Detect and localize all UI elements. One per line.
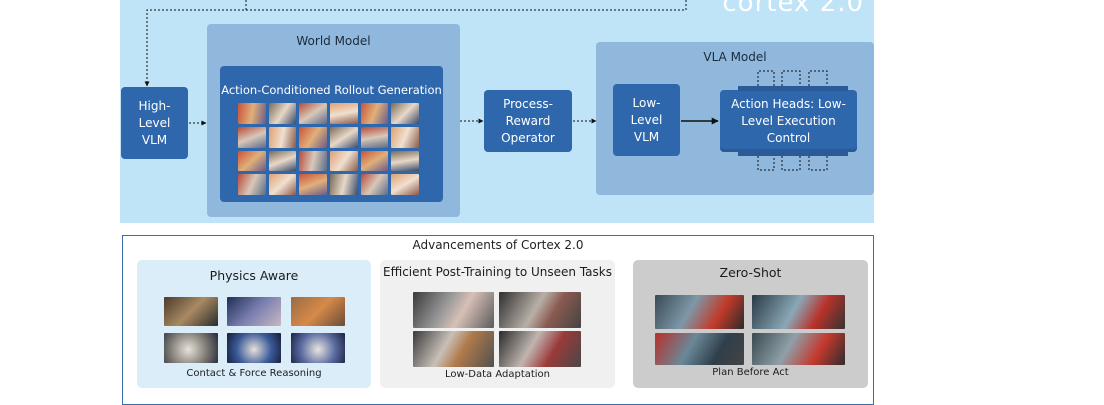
process-reward-block: Process-Reward Operator (484, 90, 572, 152)
process-reward-label: Process-Reward Operator (501, 96, 555, 145)
action-heads-stack-top (738, 86, 848, 91)
card-physics-caption: Contact & Force Reasoning (186, 368, 322, 379)
feedback-loop-connector (144, 0, 687, 87)
card-physics-title: Physics Aware (209, 268, 299, 283)
post-photo-1 (413, 292, 494, 328)
low-level-vlm-block: Low-Level VLM (613, 84, 680, 156)
action-head-loops (757, 70, 828, 171)
physics-photo-5 (227, 333, 281, 363)
rollout-frame (360, 174, 389, 195)
physics-photo-4 (164, 333, 218, 363)
rollout-frame (391, 103, 419, 124)
card-post-caption: Low-Data Adaptation (444, 369, 551, 380)
high-level-vlm-block: High-Level VLM (121, 87, 188, 159)
rollout-frame (238, 126, 266, 148)
advancements-title: Advancements of Cortex 2.0 (412, 238, 584, 252)
action-heads-stack-bottom (738, 151, 848, 156)
rollout-frame (299, 126, 327, 148)
rollout-frame (329, 103, 358, 124)
rollout-frame (299, 150, 327, 172)
rollout-frame (329, 150, 358, 172)
rollout-frame (268, 103, 297, 124)
rollout-frame (391, 126, 419, 148)
rollout-frame (360, 126, 389, 148)
rollout-frame (268, 174, 297, 195)
vla-model-title: VLA Model (703, 50, 767, 64)
brand-logo: cortex 2.0 (722, 0, 864, 18)
physics-photo-1 (164, 297, 218, 326)
post-photo-3 (413, 331, 494, 367)
rollout-frame (360, 103, 389, 124)
rollout-frame (268, 150, 297, 172)
world-model-title: World Model (296, 34, 371, 48)
action-heads-label: Action Heads: Low-Level Execution Contro… (731, 96, 846, 145)
rollout-frame-grid (238, 103, 419, 195)
post-photo-2 (499, 292, 581, 328)
rollout-frame (329, 126, 358, 148)
zero-photo-3 (655, 333, 744, 365)
rollout-title: Action-Conditioned Rollout Generation (221, 83, 442, 97)
rollout-frame (299, 103, 327, 124)
rollout-frame (391, 174, 419, 195)
physics-photo-3 (291, 297, 345, 326)
post-photo-4 (499, 331, 581, 367)
rollout-frame (238, 150, 266, 172)
low-level-vlm-label: Low-Level VLM (630, 95, 663, 144)
card-post-title: Efficient Post-Training to Unseen Tasks (383, 265, 612, 279)
rollout-frame (391, 150, 419, 172)
high-level-vlm-label: High-Level VLM (138, 98, 171, 147)
action-heads-block: Action Heads: Low-Level Execution Contro… (720, 90, 857, 152)
zero-photo-1 (655, 295, 744, 329)
physics-photo-2 (227, 297, 281, 326)
rollout-frame (360, 150, 389, 172)
card-zero-caption: Plan Before Act (712, 367, 789, 378)
zero-photo-2 (752, 295, 845, 329)
rollout-frame (329, 174, 358, 195)
card-zero-title: Zero-Shot (719, 265, 782, 280)
rollout-frame (238, 103, 266, 124)
rollout-frame (238, 174, 266, 195)
rollout-frame (268, 126, 297, 148)
zero-photo-4 (752, 333, 845, 365)
physics-photo-6 (291, 333, 345, 363)
rollout-frame (299, 174, 327, 195)
